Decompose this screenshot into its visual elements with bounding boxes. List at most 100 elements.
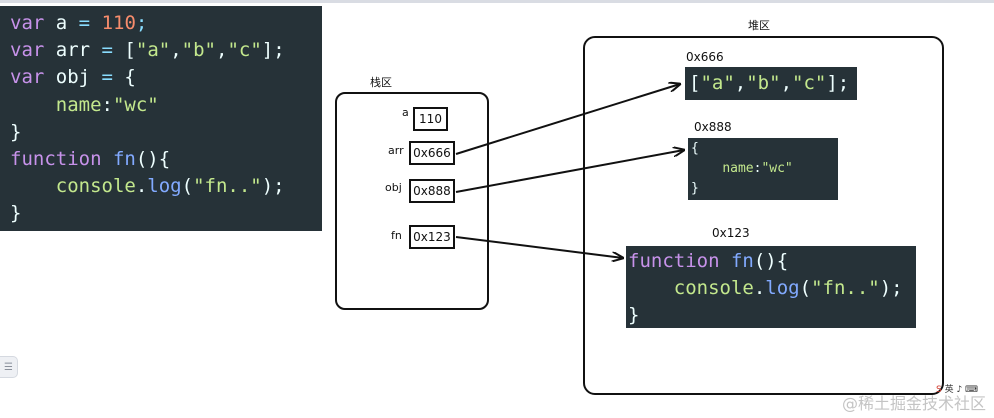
code-token: { xyxy=(691,141,699,156)
code-token: "c" xyxy=(792,72,827,94)
code-line: var obj = { xyxy=(10,64,322,91)
ime-indicator[interactable]: S 英 ♪ ⌨ xyxy=(936,382,978,395)
code-token: "a" xyxy=(135,39,171,62)
code-token: { xyxy=(112,66,136,89)
code-token xyxy=(10,94,56,116)
code-token: (){ xyxy=(135,148,171,171)
code-token: ); xyxy=(879,277,903,299)
code-token xyxy=(102,148,113,170)
stack-key-obj: obj xyxy=(385,181,402,194)
code-token: ( xyxy=(181,175,194,198)
code-line: var a = 110; xyxy=(10,10,322,37)
code-token: log xyxy=(147,175,182,198)
side-panel-handle[interactable]: ☰ xyxy=(0,356,18,378)
code-token: console xyxy=(673,277,754,299)
code-token: name xyxy=(55,93,102,116)
code-token: name xyxy=(722,161,754,176)
code-line: { xyxy=(691,139,838,159)
code-token: ( xyxy=(799,277,812,299)
code-token: = xyxy=(78,12,91,34)
heap-title: 堆区 xyxy=(748,19,770,32)
code-token: var xyxy=(10,66,45,89)
code-line: } xyxy=(10,200,322,227)
code-token: "fn.." xyxy=(193,175,262,198)
code-token xyxy=(10,175,56,197)
code-token: "wc" xyxy=(761,161,793,176)
watermark: @稀土掘金技术社区 xyxy=(841,394,986,413)
stack-key-a: a xyxy=(402,106,409,119)
heap-function-block: function fn(){ console.log("fn..");} xyxy=(626,246,916,328)
code-token: var xyxy=(10,12,45,34)
code-line: function fn(){ xyxy=(10,146,322,173)
code-token: = xyxy=(101,66,113,89)
code-token: [ xyxy=(689,72,701,94)
code-token: "fn.." xyxy=(811,277,880,299)
stack-cell-arr: 0x666 xyxy=(409,141,455,165)
heap-object-address: 0x888 xyxy=(694,120,732,134)
code-token: . xyxy=(753,277,766,299)
list-icon: ☰ xyxy=(4,361,13,373)
code-line: console.log("fn.."); xyxy=(628,275,916,302)
code-token: obj xyxy=(44,66,102,89)
code-token: , xyxy=(734,72,747,94)
code-token: = xyxy=(101,39,113,62)
code-token: fn xyxy=(730,250,754,272)
heap-function-address: 0x123 xyxy=(712,226,750,240)
code-token: arr xyxy=(44,39,102,62)
code-token xyxy=(90,12,101,34)
code-token: , xyxy=(215,39,228,62)
code-token: "b" xyxy=(746,72,781,94)
code-token: } xyxy=(628,304,640,326)
code-token: "a" xyxy=(700,72,735,94)
code-line: console.log("fn.."); xyxy=(10,173,322,200)
code-token: } xyxy=(10,202,22,225)
code-token: ]; xyxy=(826,72,850,94)
code-line: } xyxy=(628,302,916,329)
code-token: } xyxy=(10,120,22,143)
code-token: a xyxy=(44,12,79,34)
top-divider xyxy=(0,0,994,3)
code-token: . xyxy=(135,175,148,198)
code-token: var xyxy=(10,39,45,62)
code-token: log xyxy=(765,277,800,299)
code-line: ["a","b","c"]; xyxy=(689,70,857,96)
code-line: var arr = ["a","b","c"]; xyxy=(10,37,322,64)
code-line: name:"wc" xyxy=(691,159,838,179)
code-token: , xyxy=(170,39,182,62)
code-token: console xyxy=(55,175,136,198)
code-token: } xyxy=(691,181,699,196)
code-token: , xyxy=(780,72,793,94)
heap-array-address: 0x666 xyxy=(686,50,724,64)
code-token: ]; xyxy=(261,39,285,62)
code-line: } xyxy=(691,179,838,199)
code-token: "wc" xyxy=(112,93,159,116)
stack-cell-a: 110 xyxy=(413,107,448,131)
code-token: 110 xyxy=(101,12,136,34)
code-token: [ xyxy=(112,39,136,62)
code-token: function xyxy=(628,250,720,272)
stack-key-fn: fn xyxy=(391,229,402,242)
ime-logo-icon: S xyxy=(936,385,942,395)
code-token: : xyxy=(753,161,762,176)
heap-array-block: ["a","b","c"]; xyxy=(685,67,857,100)
ime-status-text: 英 ♪ ⌨ xyxy=(944,385,979,395)
code-token xyxy=(628,277,674,299)
heap-object-block: { name:"wc"} xyxy=(688,138,838,200)
code-token: fn xyxy=(112,148,136,171)
code-token: (){ xyxy=(753,250,789,272)
code-token: "b" xyxy=(181,39,216,62)
code-token: ; xyxy=(135,12,148,34)
stack-key-arr: arr xyxy=(388,144,404,157)
code-line: function fn(){ xyxy=(628,248,916,275)
code-token: ); xyxy=(261,175,285,198)
stack-title: 栈区 xyxy=(370,76,392,89)
code-token xyxy=(720,250,731,272)
code-token: "c" xyxy=(227,39,262,62)
stack-cell-obj: 0x888 xyxy=(409,179,455,203)
code-line: name:"wc" xyxy=(10,92,322,119)
code-token: function xyxy=(10,148,102,171)
code-token: : xyxy=(101,93,113,116)
code-line: } xyxy=(10,119,322,146)
source-code-block: var a = 110;var arr = ["a","b","c"];var … xyxy=(0,6,322,231)
